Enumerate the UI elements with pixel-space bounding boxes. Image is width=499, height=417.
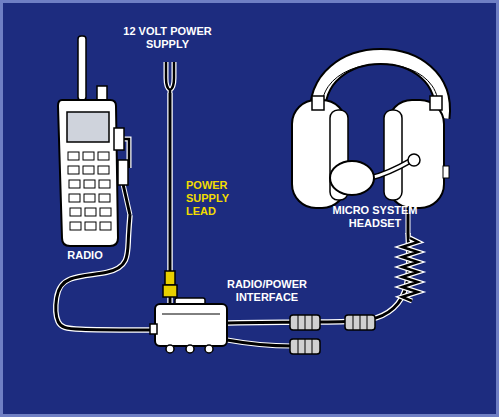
mic-boom-outline bbox=[370, 160, 412, 178]
interface-box bbox=[155, 304, 227, 346]
radio-key bbox=[68, 166, 79, 174]
interface-drawing bbox=[150, 298, 227, 353]
connector-plugs bbox=[290, 315, 375, 354]
interface-seam bbox=[162, 314, 220, 315]
cable-label: POWER SUPPLY LEAD bbox=[186, 179, 236, 218]
cable-plug bbox=[345, 315, 375, 330]
yellow-plug bbox=[165, 271, 175, 285]
yellow-plug bbox=[163, 285, 177, 297]
plug-ribs bbox=[353, 315, 367, 330]
power-plug-drawing bbox=[166, 62, 174, 93]
cup-yoke bbox=[312, 96, 324, 110]
ear-cup bbox=[388, 100, 444, 208]
headband-seam bbox=[322, 64, 439, 112]
coiled-cord bbox=[402, 238, 418, 301]
radio-knob bbox=[97, 86, 107, 101]
radio-key bbox=[99, 180, 110, 188]
radio-key bbox=[83, 166, 94, 174]
radio-key bbox=[69, 194, 80, 202]
radio-antenna bbox=[78, 36, 86, 100]
radio-body bbox=[58, 100, 118, 246]
radio-key bbox=[98, 152, 109, 160]
radio-keypad bbox=[68, 152, 111, 230]
radio-key bbox=[83, 152, 94, 160]
headset-drawing bbox=[292, 57, 449, 235]
headband bbox=[318, 57, 443, 119]
radio-jack-plug bbox=[114, 128, 124, 150]
radio-lead bbox=[123, 184, 130, 215]
coil-halo bbox=[402, 238, 418, 301]
radio-plug-wire-halo bbox=[124, 139, 129, 168]
headband-outline bbox=[318, 57, 443, 119]
second-lead bbox=[227, 340, 292, 346]
second-lead-halo bbox=[227, 340, 292, 346]
volume-knob bbox=[443, 166, 449, 178]
cable-plug bbox=[290, 315, 320, 330]
radio-key bbox=[69, 180, 80, 188]
component-label: MICRO SYSTEM HEADSET bbox=[325, 204, 425, 230]
radio-key bbox=[84, 194, 95, 202]
coil bbox=[402, 238, 418, 301]
cable-halo bbox=[56, 215, 152, 330]
radio-key bbox=[70, 208, 81, 216]
cup-yoke bbox=[430, 96, 442, 110]
interface-knob bbox=[166, 345, 174, 353]
plug-ribs bbox=[298, 339, 312, 354]
radio-key bbox=[99, 194, 110, 202]
component-node: 12 VOLT POWER SUPPLY bbox=[115, 25, 220, 93]
radio-lead-halo bbox=[123, 184, 130, 215]
cable-connector bbox=[56, 215, 152, 330]
cable-plug bbox=[290, 339, 320, 354]
component-label: 12 VOLT POWER SUPPLY bbox=[110, 25, 225, 51]
component-node: RADIO bbox=[40, 35, 130, 265]
radio-key bbox=[70, 222, 81, 230]
microphone bbox=[330, 161, 374, 195]
plug-ribs bbox=[298, 315, 312, 330]
ear-cushion bbox=[384, 110, 402, 200]
radio-plug-wire bbox=[124, 139, 129, 168]
mic-pivot bbox=[408, 154, 420, 166]
mic-boom bbox=[370, 160, 412, 178]
radio-jack-plug bbox=[118, 160, 128, 185]
interface-top bbox=[175, 298, 205, 307]
cable-halo bbox=[167, 93, 173, 303]
power-fork-halo bbox=[166, 62, 174, 93]
component-label: RADIO bbox=[40, 249, 130, 262]
ear-cup bbox=[292, 100, 346, 208]
radio-key bbox=[100, 208, 111, 216]
interface-jack bbox=[150, 324, 157, 334]
cable-connector bbox=[169, 93, 172, 303]
radio-key bbox=[85, 222, 96, 230]
ear-cushion bbox=[330, 110, 348, 200]
radio-drawing bbox=[58, 36, 130, 246]
component-node: RADIO/POWER INTERFACE bbox=[152, 303, 228, 348]
power-lead-plug bbox=[163, 271, 177, 297]
component-node: MICRO SYSTEM HEADSET bbox=[290, 28, 460, 233]
radio-key bbox=[98, 166, 109, 174]
radio-key bbox=[84, 180, 95, 188]
radio-display bbox=[67, 112, 109, 142]
power-fork bbox=[166, 62, 174, 93]
component-label: RADIO/POWER INTERFACE bbox=[224, 278, 310, 304]
radio-key bbox=[100, 222, 111, 230]
interface-knob bbox=[205, 345, 213, 353]
radio-key bbox=[68, 152, 79, 160]
interface-knob bbox=[186, 345, 194, 353]
radio-key bbox=[85, 208, 96, 216]
